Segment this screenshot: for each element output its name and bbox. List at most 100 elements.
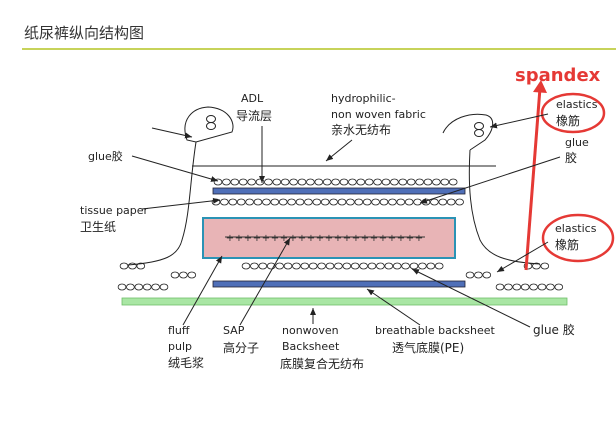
glue-dot (512, 283, 522, 291)
sap-particle: + (316, 233, 324, 244)
glue-dot (292, 262, 301, 270)
nonwoven-label-1: nonwoven (282, 324, 339, 337)
glue-bottom-label: glue 胶 (533, 322, 575, 337)
sap-particle: + (334, 233, 342, 244)
glue-dot (337, 198, 347, 206)
sap-particle: + (244, 233, 252, 244)
glue-dot (128, 262, 137, 270)
glue-left-side (117, 262, 197, 291)
glue-dot (283, 262, 293, 270)
fluff-arrow (182, 255, 223, 326)
breathable-arrow (366, 288, 421, 326)
sap-particle: + (235, 233, 243, 244)
glue-dot (314, 178, 324, 186)
nonwoven-backsheet (121, 297, 568, 306)
glue-right-label-cn: 胶 (565, 150, 577, 165)
glue-dot (438, 198, 448, 206)
glue-dot (465, 271, 475, 279)
glue-dot (151, 283, 160, 291)
glue-dot (482, 271, 492, 279)
elastics-top-arrow (489, 113, 549, 129)
elastics-mid-arrow (496, 241, 549, 273)
glue-right-side (465, 262, 564, 291)
glue-dot (230, 178, 240, 186)
glue-dot (474, 271, 483, 279)
glue-dot (354, 198, 364, 206)
glue-dot (272, 178, 282, 186)
glue-dot (418, 262, 427, 270)
glue-dot (136, 262, 146, 270)
glue-dot (306, 178, 315, 186)
sap-arrow (239, 237, 291, 326)
glue-dot (404, 198, 414, 206)
sap-particle: + (226, 233, 234, 244)
glue-right-label-en: glue (565, 136, 589, 149)
breathable-label-cn: 透气底膜(PE) (392, 340, 464, 355)
glue-dot (278, 198, 288, 206)
glue-dot (289, 178, 298, 186)
glue-dot (245, 198, 254, 206)
sap-particle: + (361, 233, 369, 244)
glue-dot (554, 283, 564, 291)
glue-dot (325, 262, 335, 270)
hydrophilic-label-cn: 亲水无纺布 (331, 123, 391, 137)
glue-dot (119, 262, 129, 270)
glue-dot (371, 198, 380, 206)
adl-label-cn: 导流层 (236, 109, 272, 123)
sap-particle: + (415, 233, 423, 244)
glue-dot (304, 198, 313, 206)
glue-dot (117, 283, 127, 291)
glue-dot (255, 178, 265, 186)
glue-dot (376, 262, 385, 270)
glue-dot (532, 262, 541, 270)
glue-dot (537, 283, 547, 291)
sap-particle: + (406, 233, 414, 244)
spandex-label: spandex (515, 65, 601, 86)
sap-particle: + (325, 233, 333, 244)
glue-dot (409, 262, 419, 270)
glue-bottom-arrow (411, 268, 531, 328)
glue-dot (159, 283, 169, 291)
cuff-left-arrow (151, 127, 193, 139)
glue-dot (348, 178, 357, 186)
glue-dot (401, 262, 410, 270)
glue-right-arrow (419, 156, 561, 204)
glue-dot (390, 178, 399, 186)
absorbent-core (202, 217, 456, 259)
breathable-backsheet (212, 280, 466, 288)
breathable-label-en: breathable backsheet (375, 324, 495, 337)
left-cuff-elastics (206, 115, 216, 130)
nonwoven-label-cn: 底膜复合无纺布 (280, 356, 364, 371)
glue-dot (373, 178, 382, 186)
spandex-arrowhead (533, 80, 547, 93)
glue-dot (238, 178, 248, 186)
spandex-red-arrow (524, 87, 542, 271)
glue-dot (398, 178, 408, 186)
glue-dot (329, 198, 338, 206)
glue-dot (546, 283, 555, 291)
fluff-label-2: pulp (168, 340, 192, 353)
glue-row-under-adl (211, 198, 464, 206)
glue-dot (440, 178, 450, 186)
hydrophilic-arrow (325, 139, 353, 162)
sap-particle: + (298, 233, 306, 244)
glue-dot (367, 262, 377, 270)
right-cuff-top (442, 113, 494, 151)
glue-dot (388, 198, 397, 206)
adl-layer (212, 187, 466, 195)
right-cuff-body (468, 149, 541, 265)
glue-dot (430, 198, 439, 206)
glue-dot (295, 198, 305, 206)
glue-dot (334, 262, 343, 270)
glue-left-label: glue胶 (88, 149, 123, 163)
glue-dot (381, 178, 391, 186)
tissue-label-cn: 卫生纸 (80, 220, 116, 234)
glue-dot (300, 262, 310, 270)
elastics-mid-label-en: elastics (555, 222, 597, 235)
nonwoven-label-2: Backsheet (282, 340, 340, 353)
glue-dot (322, 178, 332, 186)
glue-dot (529, 283, 538, 291)
glue-dot (142, 283, 152, 291)
glue-dot (495, 283, 505, 291)
glue-dot (262, 198, 271, 206)
